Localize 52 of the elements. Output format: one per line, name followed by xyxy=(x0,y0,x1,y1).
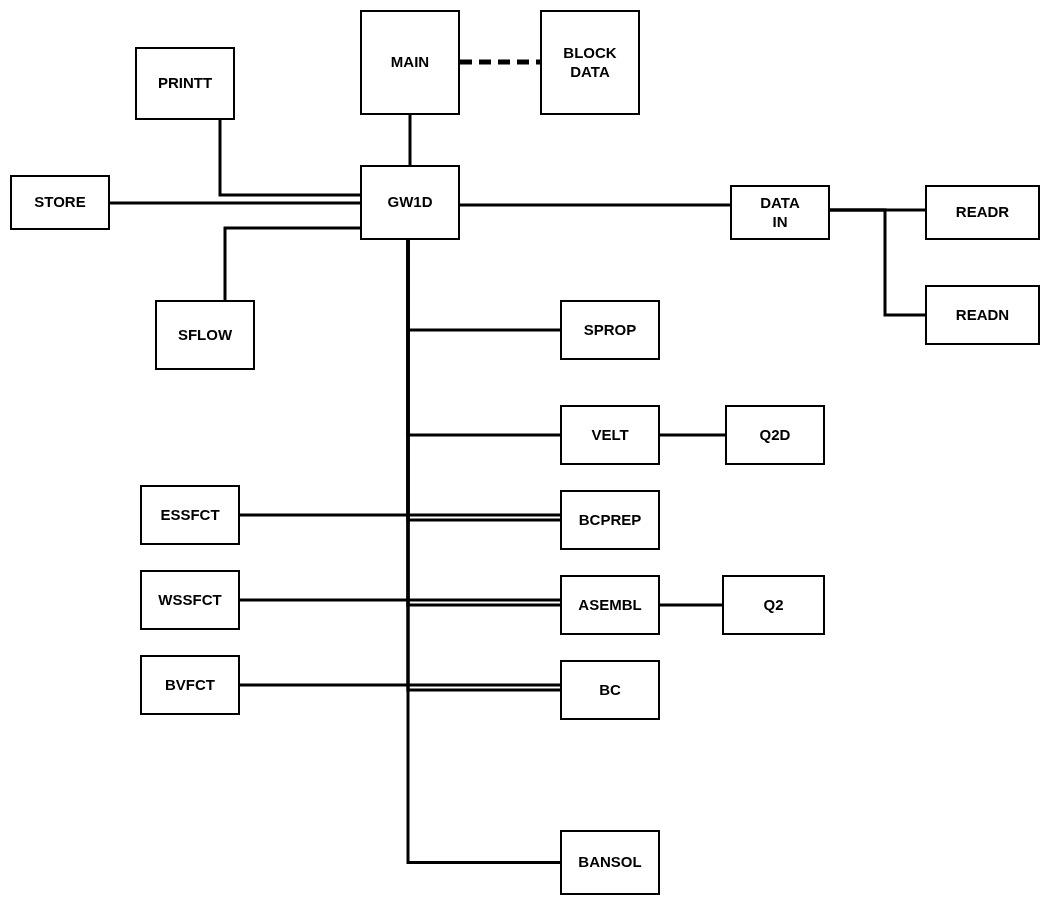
routine-name: BVFCT xyxy=(165,675,215,695)
routine-box xyxy=(155,300,255,370)
routine-box xyxy=(360,165,460,240)
connector-line xyxy=(223,226,360,300)
routine-box xyxy=(140,655,240,715)
routine-box xyxy=(925,285,1040,345)
routine-name: ESSFCT xyxy=(160,505,220,525)
routine-box xyxy=(135,47,235,120)
routine-name: GW1D xyxy=(387,193,433,212)
routine-box xyxy=(722,575,825,635)
connector-line xyxy=(460,203,730,207)
connector-line xyxy=(218,120,360,197)
routine-box xyxy=(560,405,660,465)
connector-line xyxy=(240,513,560,517)
routine-name: Q2 xyxy=(763,595,784,615)
connector-line xyxy=(110,201,360,205)
routine-name: BLOCK DATA xyxy=(562,43,618,82)
routine-name: READN xyxy=(955,305,1010,325)
routine-name: SPROP xyxy=(583,320,637,340)
routine-name: PRINTT xyxy=(157,74,213,93)
dashed-connector xyxy=(460,59,540,65)
routine-name: STORE xyxy=(34,193,86,212)
routine-box xyxy=(730,185,830,240)
routine-name: DATA IN xyxy=(759,193,801,232)
connector-line xyxy=(660,603,722,607)
routine-box xyxy=(10,175,110,230)
routine-box xyxy=(925,185,1040,240)
routine-box xyxy=(140,570,240,630)
routine-box xyxy=(560,830,660,895)
routine-name: BANSOL xyxy=(578,853,642,872)
routine-box xyxy=(560,490,660,550)
connector-line xyxy=(240,683,560,687)
routine-box xyxy=(360,10,460,115)
routine-box xyxy=(560,660,660,720)
routine-box xyxy=(540,10,640,115)
routine-box xyxy=(560,575,660,635)
routine-name: MAIN xyxy=(390,53,430,72)
routine-name: VELT xyxy=(591,425,629,445)
routine-name: SFLOW xyxy=(177,325,233,345)
connector-line xyxy=(408,115,412,165)
routine-name: READR xyxy=(955,203,1010,222)
connector-line xyxy=(830,208,925,317)
routine-box xyxy=(725,405,825,465)
routine-name: BC xyxy=(599,680,621,700)
routine-name: WSSFCT xyxy=(158,590,222,610)
connector-line xyxy=(660,433,725,437)
routine-box xyxy=(140,485,240,545)
connector-line xyxy=(240,598,560,602)
routine-box xyxy=(560,300,660,360)
routine-name: Q2D xyxy=(759,425,791,445)
routine-name: BCPREP xyxy=(578,510,642,530)
routine-name: ASEMBL xyxy=(578,595,642,615)
